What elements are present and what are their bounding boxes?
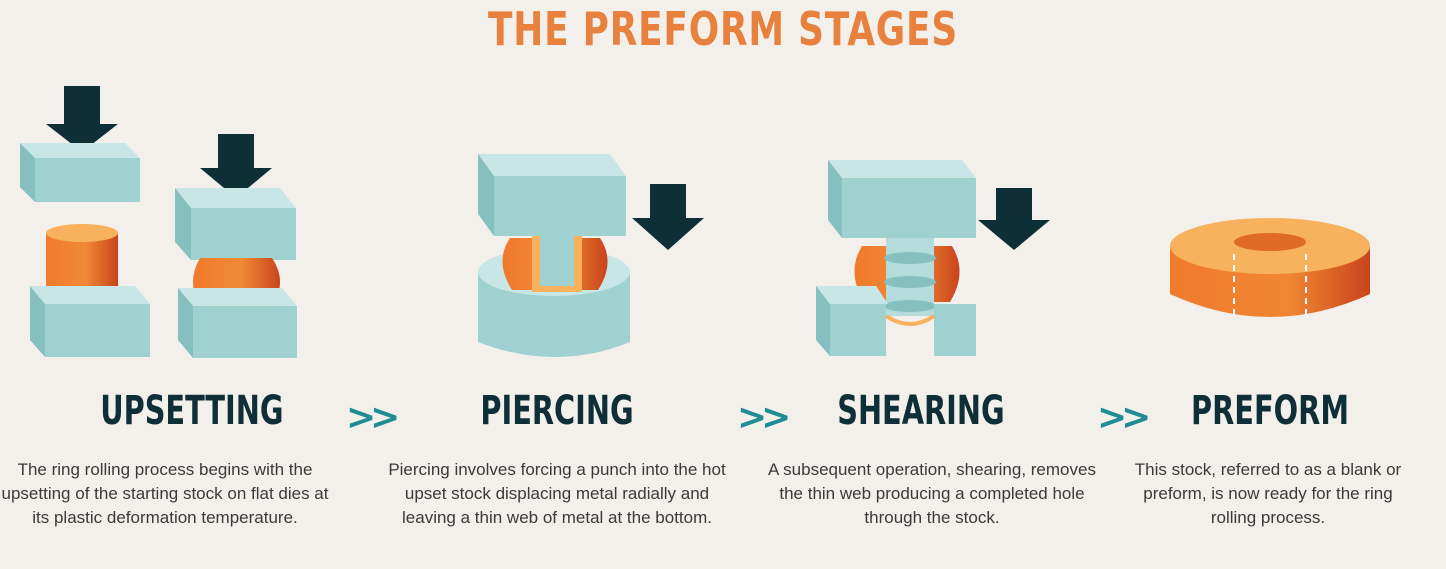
upsetting-illustration — [20, 86, 297, 358]
stage-title-shearing: SHEARING — [837, 388, 1005, 434]
press-arrow-icon — [978, 188, 1050, 250]
stage-description-upsetting: The ring rolling process begins with the… — [1, 460, 329, 527]
shearing-illustration — [816, 160, 1050, 356]
stage-description-preform: This stock, referred to as a blank or pr… — [1134, 460, 1402, 527]
stage-description-shearing: A subsequent operation, shearing, remove… — [768, 460, 1096, 527]
press-arrow-icon — [46, 86, 118, 152]
stage-title-preform: PREFORM — [1191, 388, 1349, 434]
stage-description-piercing: Piercing involves forcing a punch into t… — [388, 460, 726, 527]
stage-title-piercing: PIERCING — [480, 388, 634, 434]
piercing-illustration — [478, 154, 704, 357]
chevron-right-icon: >> — [1097, 397, 1151, 438]
chevron-right-icon: >> — [737, 397, 791, 438]
chevron-right-icon: >> — [346, 397, 400, 438]
process-illustration — [20, 86, 1370, 358]
stage-title-upsetting: UPSETTING — [100, 388, 284, 434]
press-arrow-icon — [200, 134, 272, 198]
preform-illustration — [1170, 218, 1370, 318]
press-arrow-icon — [632, 184, 704, 250]
page-title: THE PREFORM STAGES — [488, 2, 958, 56]
